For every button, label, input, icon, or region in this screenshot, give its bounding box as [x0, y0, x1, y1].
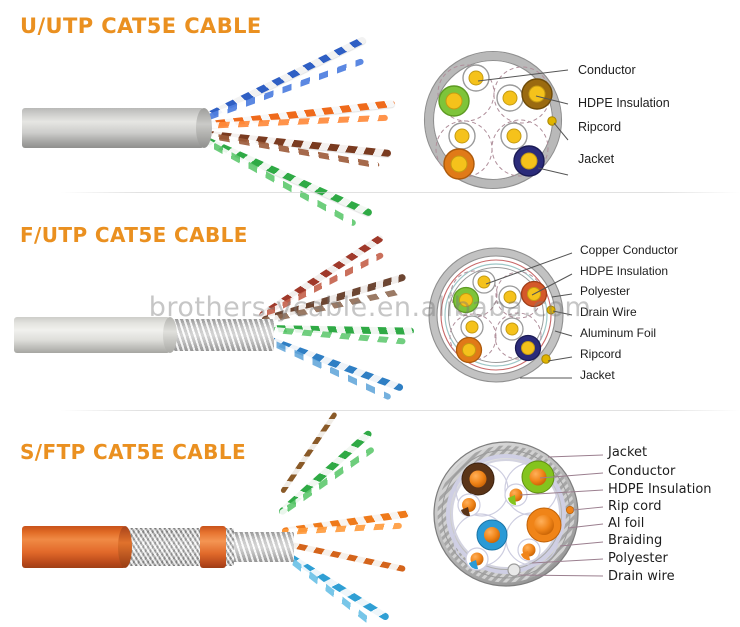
- aluminum-foil-shield: [226, 532, 294, 562]
- polyester-ring: [440, 259, 552, 371]
- diagram-futp: [424, 237, 584, 397]
- label-jacket: Jacket: [608, 445, 648, 460]
- pair-orange: [455, 315, 484, 364]
- label-ripcord: Ripcord: [578, 120, 622, 134]
- section-title-uutp: U/UTP CAT5E CABLE: [20, 14, 262, 38]
- label-conductor: Conductor: [608, 464, 676, 479]
- futp-cross-section-svg: [428, 247, 573, 383]
- pair-blue: [500, 122, 545, 177]
- cable-jacket-end: [196, 108, 212, 148]
- label-rip-cord: Rip cord: [608, 499, 662, 514]
- drain-wire-notch: [507, 563, 521, 577]
- pair-green: [452, 270, 496, 314]
- leader-lines: [517, 454, 604, 577]
- label-polyester: Polyester: [580, 284, 631, 298]
- aluminum-foil-shield: [162, 319, 274, 351]
- rip-cord-dot: [565, 506, 574, 515]
- jacket-ring: [429, 248, 563, 382]
- cable-jacket-end: [163, 317, 177, 353]
- cable-photo-futp: [14, 234, 415, 401]
- section-divider-2: [60, 410, 740, 411]
- pair-green: [438, 64, 490, 117]
- label-drain-wire: Drain wire: [608, 569, 675, 584]
- pair-blue: [465, 519, 508, 571]
- diagram-sftp: [428, 432, 608, 607]
- label-hdpe-insulation: HDPE Insulation: [580, 264, 669, 278]
- leader-lines: [485, 252, 573, 379]
- label-copper-conductor: Copper Conductor: [580, 243, 679, 257]
- cable-photo-uutp: [22, 35, 396, 227]
- label-conductor: Conductor: [578, 63, 636, 77]
- section-futp: F/UTP CAT5E CABLE: [0, 205, 740, 420]
- pair-orange: [517, 507, 562, 562]
- pair-brown: [457, 462, 495, 517]
- pair-orange: [443, 122, 476, 180]
- diagram-uutp: [418, 48, 578, 198]
- pair-leg-green-mate: [278, 446, 376, 517]
- section-sftp: S/FTP CAT5E CABLE: [0, 411, 740, 627]
- pair-leg-blue-mate: [258, 334, 392, 401]
- section-title-sftp: S/FTP CAT5E CABLE: [20, 440, 247, 464]
- jacket-ring-marker: [200, 526, 226, 568]
- label-polyester: Polyester: [608, 551, 668, 566]
- ripcord-dot: [541, 354, 551, 364]
- pair-envelope-4: [491, 119, 549, 177]
- drain-wire-dot: [546, 305, 556, 315]
- section-divider-1: [60, 192, 740, 193]
- label-ripcord: Ripcord: [580, 347, 622, 361]
- al-foil-ring: [446, 454, 566, 574]
- cable-photo-sftp: [14, 411, 410, 627]
- label-braiding: Braiding: [608, 533, 663, 548]
- cable-jacket-end: [118, 526, 132, 568]
- label-jacket: Jacket: [580, 368, 615, 382]
- leader-lines: [477, 69, 569, 176]
- sftp-cross-section-svg: [433, 441, 604, 587]
- label-jacket: Jacket: [578, 152, 615, 166]
- label-hdpe-insulation: HDPE Insulation: [608, 482, 712, 497]
- cable-jacket-grey: [22, 108, 204, 148]
- section-uutp: U/UTP CAT5E CABLE: [0, 0, 740, 227]
- label-aluminum-foil: Aluminum Foil: [580, 326, 657, 340]
- pair-blue: [500, 317, 542, 362]
- cable-jacket-orange: [22, 526, 126, 568]
- cable-jacket-lightgrey: [14, 317, 170, 353]
- label-hdpe-insulation: HDPE Insulation: [578, 96, 670, 110]
- aluminum-foil-ring: [444, 263, 548, 367]
- label-al-foil: Al foil: [608, 516, 645, 531]
- pair-brown: [496, 78, 553, 112]
- section-title-futp: F/UTP CAT5E CABLE: [20, 223, 248, 247]
- label-drain-wire: Drain Wire: [580, 305, 637, 319]
- pair-envelope-4: [494, 312, 542, 360]
- uutp-cross-section-svg: [423, 50, 569, 190]
